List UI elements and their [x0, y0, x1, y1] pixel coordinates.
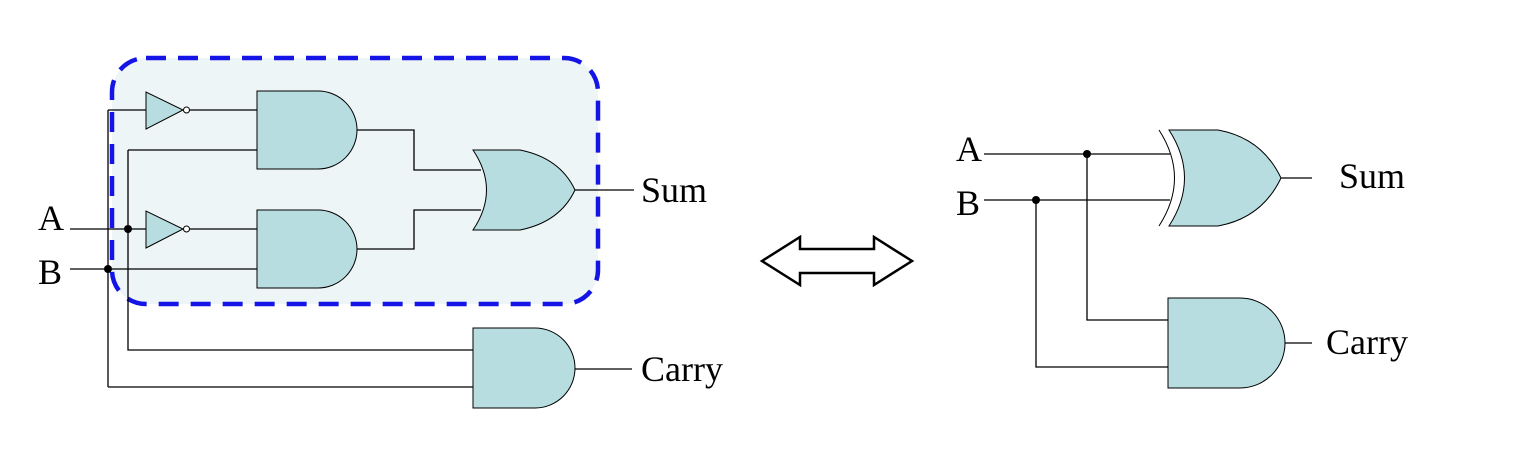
not-gate — [145, 210, 190, 249]
not-gate — [145, 91, 190, 130]
highlight-region — [109, 55, 601, 307]
right-circuit: A B Sum Carry — [956, 129, 1408, 389]
left-wires — [70, 109, 634, 388]
and-gate — [256, 90, 358, 170]
carry-label: Carry — [1326, 322, 1408, 362]
or-gate — [472, 149, 576, 231]
input-a-label: A — [38, 198, 64, 238]
sum-label: Sum — [1339, 156, 1405, 196]
input-a-label: A — [956, 129, 982, 169]
junction-dot — [1032, 196, 1040, 204]
xor-gate — [1158, 129, 1282, 227]
junction-dot — [104, 265, 112, 273]
sum-label: Sum — [641, 170, 707, 210]
carry-label: Carry — [641, 349, 723, 389]
double-arrow-icon — [759, 234, 915, 288]
and-gate — [472, 327, 576, 409]
junction-dot — [124, 225, 132, 233]
and-gate — [256, 209, 358, 289]
input-b-label: B — [956, 183, 980, 223]
left-circuit: A B Sum Carry — [38, 55, 723, 409]
input-b-label: B — [38, 252, 62, 292]
right-wires — [984, 153, 1312, 368]
junction-dot — [1083, 150, 1091, 158]
and-gate — [1167, 297, 1286, 389]
